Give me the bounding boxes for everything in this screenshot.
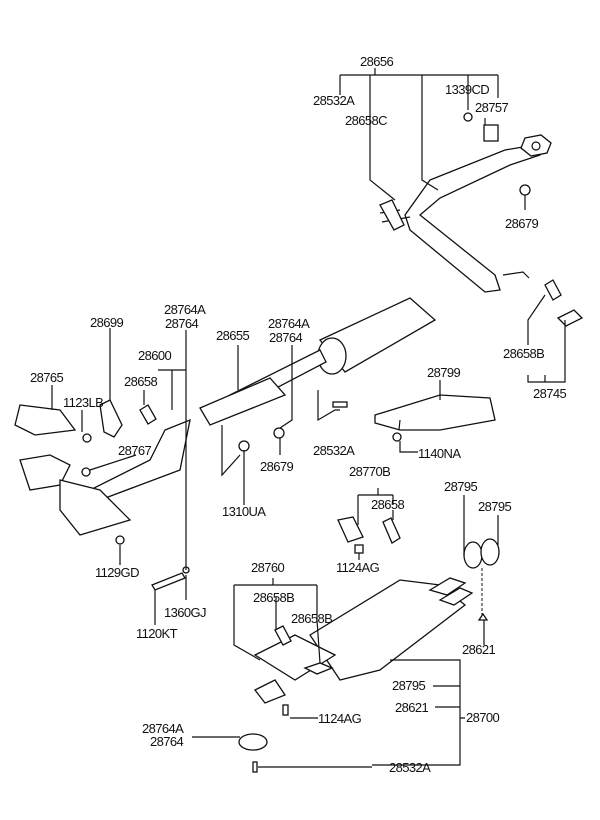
label-1310UA[interactable]: 1310UA [222, 504, 267, 519]
label-28658-mid[interactable]: 28658 [371, 497, 405, 512]
part-labels: 28656 28532A 28658C 1339CD 28757 28679 2… [30, 54, 567, 775]
nut-28679-mid [273, 427, 285, 439]
label-28795-b[interactable]: 28795 [478, 499, 512, 514]
stud-28532A-bot [252, 761, 258, 773]
rear-muffler [253, 577, 474, 704]
clamp-28621 [477, 612, 489, 621]
center-muffler [199, 297, 437, 426]
tail-pipe-28656 [379, 134, 552, 293]
hanger-28658B-a [274, 625, 292, 646]
tip-28795-b [480, 538, 500, 566]
label-1360GJ[interactable]: 1360GJ [164, 605, 207, 620]
bolt-1140NA [392, 432, 402, 442]
label-28658B-a[interactable]: 28658B [253, 590, 295, 605]
label-1339CD[interactable]: 1339CD [445, 82, 490, 97]
label-1124AG-bot[interactable]: 1124AG [318, 711, 362, 726]
label-28532A-mid[interactable]: 28532A [313, 443, 356, 458]
label-1123LB[interactable]: 1123LB [63, 395, 104, 410]
label-28699[interactable]: 28699 [90, 315, 124, 330]
label-28700[interactable]: 28700 [466, 710, 500, 725]
label-28655[interactable]: 28655 [216, 328, 250, 343]
label-28621-right[interactable]: 28621 [462, 642, 496, 657]
bolt-1123LB [82, 433, 92, 443]
hanger-28658-left [139, 404, 157, 425]
bolt-1129GD [115, 535, 125, 545]
label-28600[interactable]: 28600 [138, 348, 172, 363]
label-28799[interactable]: 28799 [427, 365, 461, 380]
label-28764-c[interactable]: 28764 [150, 734, 184, 749]
label-1129GD[interactable]: 1129GD [95, 565, 140, 580]
label-28764-a[interactable]: 28764 [165, 316, 199, 331]
label-1140NA[interactable]: 1140NA [418, 446, 462, 461]
label-28658-left[interactable]: 28658 [124, 374, 158, 389]
label-28760[interactable]: 28760 [251, 560, 285, 575]
label-28621-c[interactable]: 28621 [395, 700, 429, 715]
hanger-28658B-right [544, 279, 562, 301]
stud-28532A-mid [332, 401, 348, 408]
label-28532A-top[interactable]: 28532A [313, 93, 356, 108]
label-28532A-bot[interactable]: 28532A [389, 760, 432, 775]
gasket-28764 [238, 733, 268, 751]
bracket-28757 [483, 124, 499, 142]
bracket-28745 [556, 309, 584, 327]
label-28679-top[interactable]: 28679 [505, 216, 539, 231]
front-pipe [14, 404, 191, 536]
label-28767[interactable]: 28767 [118, 443, 152, 458]
leader-lines [51, 68, 566, 768]
label-28658B-right[interactable]: 28658B [503, 346, 545, 361]
label-28795-c[interactable]: 28795 [392, 678, 426, 693]
label-1120KT[interactable]: 1120KT [136, 626, 178, 641]
nut-28679-top [519, 184, 531, 196]
label-28757[interactable]: 28757 [475, 100, 509, 115]
label-28656[interactable]: 28656 [360, 54, 394, 69]
bolt-1120KT [151, 572, 186, 591]
tip-28795-a [463, 541, 483, 569]
label-1124AG-mid[interactable]: 1124AG [336, 560, 380, 575]
label-28658B-b[interactable]: 28658B [291, 611, 333, 626]
heat-shield-28799 [374, 394, 496, 431]
label-28745[interactable]: 28745 [533, 386, 567, 401]
label-28770B[interactable]: 28770B [349, 464, 391, 479]
label-28658C[interactable]: 28658C [345, 113, 388, 128]
bracket-28699 [99, 399, 123, 438]
label-28765[interactable]: 28765 [30, 370, 64, 385]
hanger-28658-mid [382, 517, 401, 544]
bracket-28770B [337, 516, 364, 543]
bolt-1124AG-bot [282, 704, 289, 716]
label-28679-mid[interactable]: 28679 [260, 459, 294, 474]
label-28764-b[interactable]: 28764 [269, 330, 303, 345]
nut-28767 [81, 467, 91, 477]
hanger-28658C [379, 199, 405, 231]
bolt-1124AG-mid [354, 544, 364, 554]
label-28764A-b[interactable]: 28764A [268, 316, 311, 331]
hanger-28658B-b [303, 662, 334, 675]
nut-1339CD [463, 112, 473, 122]
label-28764A-c[interactable]: 28764A [142, 721, 185, 736]
label-28795-a[interactable]: 28795 [444, 479, 478, 494]
nut-1310UA [238, 440, 250, 452]
label-28764A-a[interactable]: 28764A [164, 302, 207, 317]
